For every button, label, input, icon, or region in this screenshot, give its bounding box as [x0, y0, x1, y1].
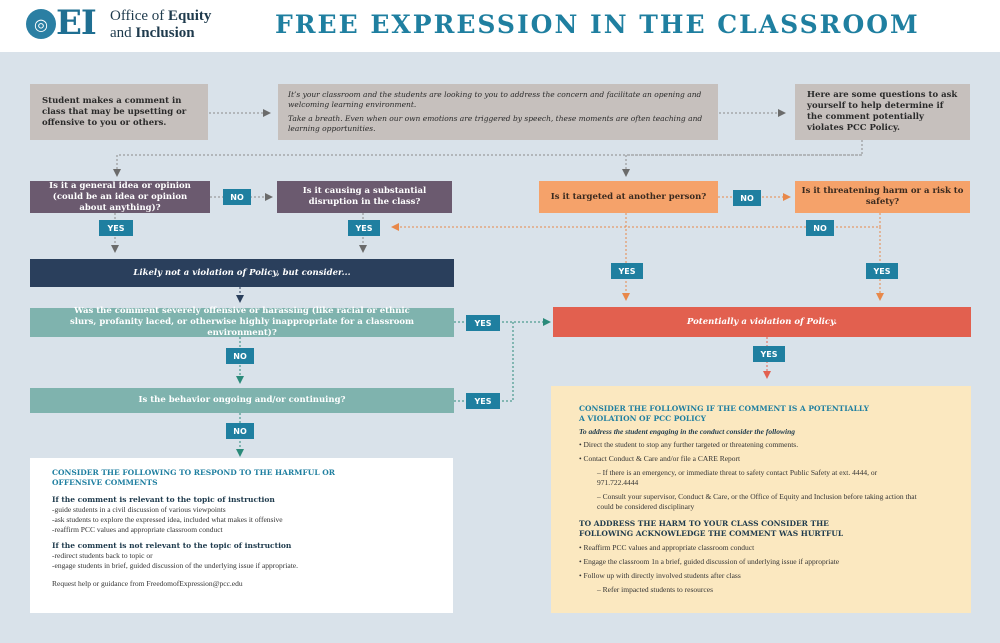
- yes-tag-disruption: YES: [348, 220, 380, 236]
- left-response-panel: CONSIDER THE FOLLOWING TO RESPOND TO THE…: [30, 458, 453, 613]
- context-box: It’s your classroom and the students are…: [278, 84, 718, 140]
- threatening-box: Is it threatening harm or a risk to safe…: [795, 181, 970, 213]
- list-item: -ask students to explore the expressed i…: [52, 515, 283, 524]
- list-item: • Reaffirm PCC values and appropriate cl…: [579, 543, 755, 552]
- logo-icon: ◎: [26, 9, 56, 39]
- right-violation-panel: CONSIDER THE FOLLOWING IF THE COMMENT IS…: [551, 386, 971, 613]
- list-item: – Refer impacted students to resources: [597, 585, 714, 594]
- left-panel-heading: CONSIDER THE FOLLOWING TO RESPOND TO THE…: [52, 468, 335, 487]
- right-panel-sub: To address the student engaging in the c…: [579, 427, 796, 436]
- no-tag-ongoing: NO: [226, 423, 254, 439]
- targeted-box: Is it targeted at another person?: [539, 181, 718, 213]
- list-item: -redirect students back to topic or: [52, 551, 153, 560]
- yes-tag-violation: YES: [753, 346, 785, 362]
- start-comment-box: Student makes a comment in class that ma…: [30, 84, 208, 140]
- page-header: ◎ EI Office of Equity and Inclusion FREE…: [0, 0, 1000, 52]
- yes-tag-targeted: YES: [611, 263, 643, 279]
- general-idea-box: Is it a general idea or opinion (could b…: [30, 181, 210, 213]
- list-item: -guide students in a civil discussion of…: [52, 505, 226, 514]
- logo-mark: EI: [56, 3, 97, 43]
- list-item: – If there is an emergency, or immediate…: [597, 468, 878, 487]
- help-text: Request help or guidance from FreedomofE…: [52, 579, 243, 588]
- yes-tag-general: YES: [99, 220, 133, 236]
- no-tag-severe: NO: [226, 348, 254, 364]
- no-tag-threatening: NO: [806, 220, 834, 236]
- org-name: Office of Equity and Inclusion: [110, 8, 212, 41]
- list-item: – Consult your supervisor, Conduct & Car…: [597, 492, 917, 511]
- yes-tag-threatening: YES: [866, 263, 898, 279]
- list-item: • Engage the classroom 1n a brief, guide…: [579, 557, 840, 566]
- list-item: -reaffirm PCC values and appropriate cla…: [52, 525, 223, 534]
- yes-tag-ongoing: YES: [466, 393, 500, 409]
- yes-tag-severe: YES: [466, 315, 500, 331]
- relevant-heading: If the comment is relevant to the topic …: [52, 495, 275, 504]
- questions-box: Here are some questions to ask yourself …: [795, 84, 970, 140]
- disruption-box: Is it causing a substantial disruption i…: [277, 181, 452, 213]
- violation-box: Potentially a violation of Policy.: [553, 307, 971, 337]
- list-item: • Follow up with directly involved stude…: [579, 571, 741, 580]
- page-title: FREE EXPRESSION IN THE CLASSROOM: [275, 10, 920, 39]
- not-relevant-heading: If the comment is not relevant to the to…: [52, 541, 292, 550]
- no-tag-targeted: NO: [733, 190, 761, 206]
- no-tag-general: NO: [223, 189, 251, 205]
- not-violation-box: Likely not a violation of Policy, but co…: [30, 259, 454, 287]
- right-panel-heading2: TO ADDRESS THE HARM TO YOUR CLASS CONSID…: [579, 519, 844, 538]
- list-item: • Contact Conduct & Care and/or file a C…: [579, 454, 741, 463]
- right-panel-heading: CONSIDER THE FOLLOWING IF THE COMMENT IS…: [579, 404, 870, 423]
- list-item: -engage students in brief, guided discus…: [52, 561, 298, 570]
- ongoing-box: Is the behavior ongoing and/or continuin…: [30, 388, 454, 413]
- severe-box: Was the comment severely offensive or ha…: [30, 306, 454, 338]
- list-item: • Direct the student to stop any further…: [579, 440, 799, 449]
